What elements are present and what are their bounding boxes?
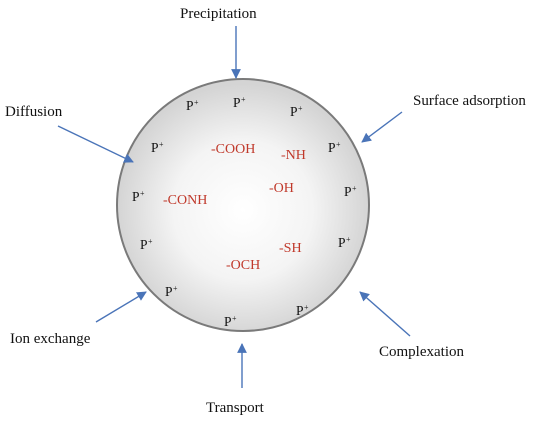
metal-ion: P+	[296, 303, 309, 319]
metal-ion: P+	[151, 140, 164, 156]
ion-symbol: P	[165, 284, 173, 299]
ion-charge: +	[159, 140, 164, 149]
ion-symbol: P	[186, 98, 194, 113]
metal-ion: P+	[290, 104, 303, 120]
ion-charge: +	[241, 95, 246, 104]
metal-ion: P+	[186, 98, 199, 114]
ion-charge: +	[298, 104, 303, 113]
ion-charge: +	[194, 98, 199, 107]
metal-ion: P+	[165, 284, 178, 300]
metal-ion: P+	[132, 189, 145, 205]
ion-symbol: P	[290, 104, 298, 119]
functional-group-cooh: -COOH	[211, 142, 256, 157]
transport-label: Transport	[206, 400, 264, 416]
ion-charge: +	[336, 140, 341, 149]
functional-group-sh: -SH	[279, 241, 302, 256]
complexation-label: Complexation	[379, 344, 464, 360]
ion-charge: +	[232, 314, 237, 323]
ion-symbol: P	[151, 140, 159, 155]
ion-symbol: P	[224, 314, 232, 329]
diffusion-label: Diffusion	[5, 104, 63, 120]
ion-charge: +	[140, 189, 145, 198]
ion-charge: +	[304, 303, 309, 312]
ion-charge: +	[173, 284, 178, 293]
metal-ion: P+	[140, 237, 153, 253]
ion-symbol: P	[328, 140, 336, 155]
metal-ion: P+	[338, 235, 351, 251]
complexation-arrow	[359, 291, 411, 337]
functional-group-oh: -OH	[269, 181, 294, 196]
ion-charge: +	[148, 237, 153, 246]
ion-exchange-label: Ion exchange	[10, 331, 91, 347]
functional-group-och: -OCH	[226, 258, 261, 273]
ion-symbol: P	[132, 189, 140, 204]
diffusion-arrow	[57, 125, 134, 163]
ion-charge: +	[346, 235, 351, 244]
ion-exchange-arrow	[95, 291, 147, 323]
metal-ion: P+	[224, 314, 237, 330]
ion-charge: +	[352, 184, 357, 193]
metal-ion: P+	[344, 184, 357, 200]
adsorbent-particle	[116, 78, 370, 332]
ion-symbol: P	[140, 237, 148, 252]
metal-ion: P+	[328, 140, 341, 156]
functional-group-nh: -NH	[281, 148, 306, 163]
ion-symbol: P	[338, 235, 346, 250]
ion-symbol: P	[233, 95, 241, 110]
precipitation-label: Precipitation	[180, 6, 257, 22]
metal-ion: P+	[233, 95, 246, 111]
functional-group-conh: -CONH	[163, 193, 208, 208]
ion-symbol: P	[296, 303, 304, 318]
surface-adsorption-label: Surface adsorption	[413, 93, 526, 109]
ion-symbol: P	[344, 184, 352, 199]
surface-adsorption-arrow	[361, 111, 403, 143]
